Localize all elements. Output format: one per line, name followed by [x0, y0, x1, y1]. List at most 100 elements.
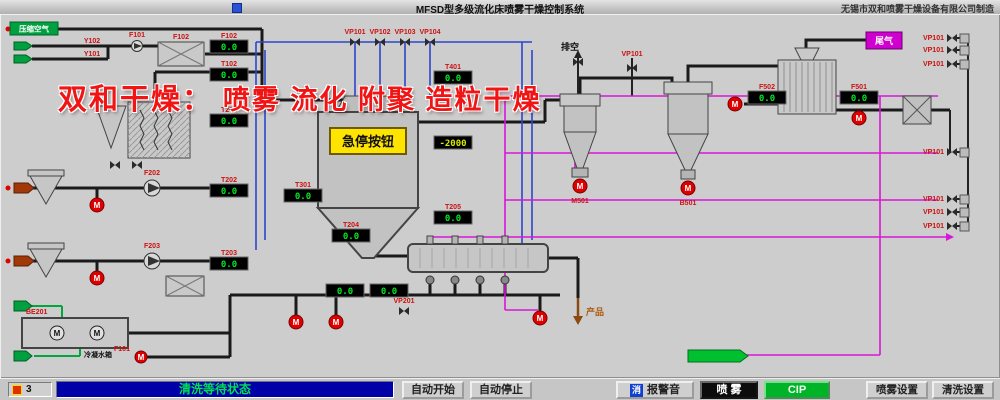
- valve-vp101-r2[interactable]: [947, 46, 957, 54]
- page-title: MFSD型多级流化床喷雾干燥控制系统: [415, 5, 585, 16]
- display-f501: F501 0.0: [839, 84, 879, 105]
- fluid-bed: [407, 235, 549, 273]
- display-bed-b: 0.0: [369, 283, 409, 298]
- pump-f101-bottom[interactable]: M: [134, 350, 148, 364]
- tag-f101-bottom: F101: [114, 346, 130, 353]
- svg-text:T401: T401: [445, 64, 461, 71]
- valve-actuator-box: [959, 59, 970, 70]
- valve-vp101-r6[interactable]: [947, 208, 957, 216]
- valve-vp101-mid[interactable]: [627, 64, 637, 72]
- valve-vp104[interactable]: [425, 38, 435, 46]
- auto-start-button[interactable]: 自动开始: [402, 381, 464, 399]
- svg-text:T301: T301: [295, 182, 311, 189]
- fan-f203[interactable]: [143, 252, 161, 270]
- svg-text:T201: T201: [221, 107, 237, 114]
- display-t102: T102 0.0: [209, 61, 249, 82]
- valve-actuator-box: [959, 33, 970, 44]
- pump-bottom-1[interactable]: M: [288, 314, 304, 330]
- tag-vp101-r7: VP101: [923, 223, 944, 230]
- tag-vp101-r2: VP101: [923, 47, 944, 54]
- supply-dot: [5, 185, 11, 191]
- fan-f101[interactable]: [131, 40, 143, 52]
- pump-bottom-2[interactable]: M: [328, 314, 344, 330]
- svg-text:0.0: 0.0: [295, 192, 311, 202]
- valve-vp102[interactable]: [375, 38, 385, 46]
- supply-dot: [5, 258, 11, 264]
- tag-vp201: VP201: [393, 298, 414, 305]
- pump-f501[interactable]: M: [851, 110, 867, 126]
- cip-button[interactable]: CIP: [764, 381, 830, 399]
- svg-text:M: M: [293, 318, 300, 327]
- control-bar: 3 清洗等待状态 自动开始 自动停止 消 报警音 喷 雾 CIP 喷雾设置 清洗…: [0, 378, 1000, 400]
- svg-text:0.0: 0.0: [221, 43, 237, 53]
- pipes-green: [32, 305, 81, 357]
- svg-text:M: M: [138, 353, 145, 362]
- svg-text:F502: F502: [759, 84, 775, 91]
- valve-vp103[interactable]: [400, 38, 410, 46]
- bed-drain-valve[interactable]: [475, 275, 485, 285]
- valve-vp201[interactable]: [399, 307, 409, 315]
- bed-drain-valve[interactable]: [500, 275, 510, 285]
- tag-f102: F102: [173, 34, 189, 41]
- bag-filter: [95, 101, 191, 159]
- bed-drain-valve[interactable]: [425, 275, 435, 285]
- fan-f202[interactable]: [143, 179, 161, 197]
- valve-vp101-top[interactable]: [350, 38, 360, 46]
- wash-outlet-arrow: [687, 349, 749, 363]
- spray-settings-button[interactable]: 喷雾设置: [866, 381, 928, 399]
- pump-cyclone-a[interactable]: M: [572, 178, 588, 194]
- tag-be201: BE201: [26, 309, 48, 316]
- pump-feed-2[interactable]: M: [89, 270, 105, 286]
- valve-actuator-box: [959, 221, 970, 232]
- alarm-counter: 3: [8, 382, 52, 397]
- valve-vp101-r7[interactable]: [947, 222, 957, 230]
- feed-hopper-2: [27, 242, 65, 279]
- inlet-arrow-green: [13, 41, 33, 51]
- clean-settings-button[interactable]: 清洗设置: [932, 381, 994, 399]
- process-canvas: 双和干燥：喷雾 流化 附聚 造粒干燥 压缩空气: [0, 14, 1000, 378]
- valve-vent[interactable]: [573, 58, 583, 66]
- display-t202: T202 0.0: [209, 177, 249, 198]
- svg-text:-2000: -2000: [439, 139, 466, 149]
- valve-vp101-r1[interactable]: [947, 34, 957, 42]
- valve-vp101-r3[interactable]: [947, 60, 957, 68]
- svg-text:T202: T202: [221, 177, 237, 184]
- cyclone-b: [663, 81, 713, 180]
- pipes-black-main: [32, 27, 950, 359]
- spray-button[interactable]: 喷 雾: [700, 381, 758, 399]
- pipes-water-blue: [255, 41, 533, 250]
- valve-bag-1[interactable]: [110, 161, 120, 169]
- bed-drain-valve[interactable]: [450, 275, 460, 285]
- pump-f502[interactable]: M: [727, 96, 743, 112]
- valve-vp101-r5[interactable]: [947, 195, 957, 203]
- condenser: [777, 47, 837, 115]
- display-t205: T205 0.0: [433, 204, 473, 225]
- status-marquee: 清洗等待状态: [56, 381, 394, 398]
- svg-text:急停按钮: 急停按钮: [342, 134, 394, 149]
- manufacturer-label: 无锡市双和喷雾干燥设备有限公司制造: [840, 4, 994, 14]
- mute-alarm-button[interactable]: 消 报警音: [616, 381, 694, 399]
- heater-lower: [165, 275, 205, 297]
- tank-pump-2[interactable]: M: [89, 325, 105, 341]
- compressed-air-label-box: [9, 21, 59, 36]
- inlet-arrow-green: [13, 54, 33, 64]
- product-label: 产品: [586, 306, 604, 317]
- pump-feed-1[interactable]: M: [89, 197, 105, 213]
- supply-dot: [5, 26, 11, 32]
- valve-bag-2[interactable]: [132, 161, 142, 169]
- tank-pump-1[interactable]: M: [49, 325, 65, 341]
- pump-cyclone-b[interactable]: M: [680, 180, 696, 196]
- valve-vp101-r4[interactable]: [947, 148, 957, 156]
- tag-vp101-r3: VP101: [923, 61, 944, 68]
- heater-f102: [157, 41, 205, 67]
- pump-bottom-3[interactable]: M: [532, 310, 548, 326]
- alarm-count: 3: [26, 384, 32, 395]
- svg-text:0.0: 0.0: [221, 260, 237, 270]
- auto-stop-button[interactable]: 自动停止: [470, 381, 532, 399]
- process-diagram: 压缩空气: [5, 21, 970, 364]
- product-arrowhead: [573, 316, 583, 325]
- emergency-stop-button[interactable]: 急停按钮: [329, 127, 407, 155]
- display-bed-a: 0.0: [325, 283, 365, 298]
- inlet-arrow-steam: [13, 182, 35, 194]
